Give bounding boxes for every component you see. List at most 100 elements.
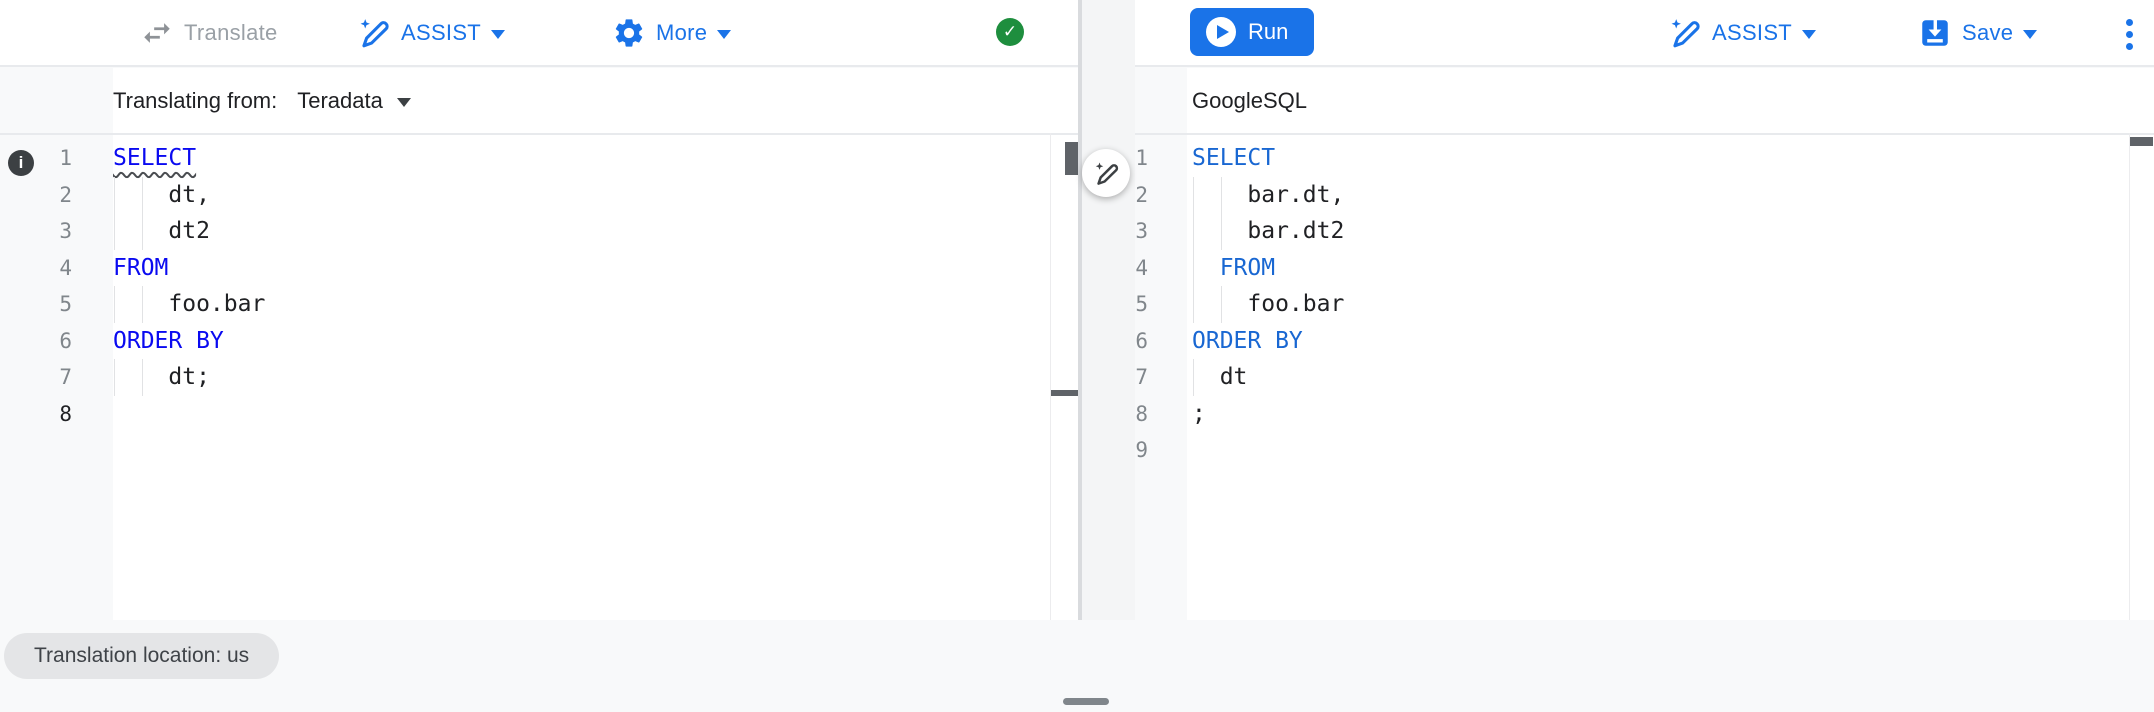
overflow-menu-button[interactable] [2118, 12, 2140, 56]
line-number: 8 [1135, 401, 1148, 426]
scrollbar-track-border [1050, 133, 1051, 620]
indent-guide [141, 286, 143, 323]
indent-guide [1193, 359, 1194, 396]
line-number: 2 [59, 182, 72, 207]
code-line: 3 dt2 [0, 213, 1078, 250]
assist-dropdown-left[interactable]: ASSIST [357, 0, 506, 65]
info-icon[interactable]: i [8, 150, 34, 176]
sql-text: foo.bar [113, 291, 266, 318]
code-line: 2 bar.dt, [1135, 176, 2154, 213]
code-line: 5 foo.bar [1135, 286, 2154, 323]
sql-keyword: SELECT [1192, 145, 1276, 172]
run-button[interactable]: Run [1190, 8, 1315, 56]
save-dropdown-label: Save [1962, 19, 2014, 45]
more-dropdown-label: More [656, 19, 708, 45]
header-divider [1135, 133, 2154, 135]
source-cursor-marker [1051, 390, 1078, 396]
indent-guide [141, 359, 143, 396]
line-number: 6 [1135, 328, 1148, 353]
line-number: 2 [1135, 182, 1148, 207]
translating-from-label: Translating from: [113, 87, 278, 113]
indent-guide [1220, 176, 1222, 213]
assist-dropdown-right[interactable]: ASSIST [1668, 0, 1817, 65]
indent-guide [114, 176, 115, 213]
sql-keyword: SELECT [113, 145, 197, 172]
line-number: 4 [59, 255, 72, 280]
kebab-dot [2125, 30, 2133, 38]
code-text [1192, 432, 2124, 469]
play-icon [1206, 17, 1236, 47]
more-dropdown[interactable]: More [612, 0, 732, 65]
line-number: 1 [59, 146, 72, 170]
indent-guide [114, 213, 115, 250]
header-divider [0, 133, 1078, 135]
line-number: 1 [1135, 146, 1148, 170]
sql-text: ; [1192, 400, 1206, 427]
result-gutter [1135, 68, 1187, 620]
check-glyph: ✓ [1002, 22, 1018, 42]
translate-button[interactable]: Translate [140, 0, 278, 65]
assist-dropdown-label: ASSIST [401, 19, 482, 45]
save-icon [1922, 17, 1948, 46]
code-text: ORDER BY [113, 323, 1048, 360]
code-text: bar.dt, [1192, 176, 2124, 213]
code-line: 4 FROM [0, 250, 1078, 287]
translation-location-text: Translation location: us [34, 644, 250, 667]
source-panel: Translate ASSIST More Translating [0, 0, 1078, 620]
assist-dropdown-label: ASSIST [1712, 19, 1793, 45]
code-text: foo.bar [1192, 286, 2124, 323]
chevron-down-icon [1802, 29, 1817, 39]
indent-guide [1193, 286, 1194, 323]
line-number: 7 [1135, 365, 1148, 389]
save-dropdown[interactable]: Save [1918, 0, 2038, 65]
source-scrollbar-thumb[interactable] [1065, 142, 1078, 175]
sql-keyword: ORDER BY [113, 327, 224, 354]
line-number: 5 [1135, 292, 1148, 316]
translation-location-badge: Translation location: us [4, 633, 280, 679]
sql-keyword: ORDER BY [1192, 327, 1303, 354]
code-text: ORDER BY [1192, 323, 2124, 360]
sql-text: bar.dt2 [1192, 218, 1345, 245]
code-text: dt2 [113, 213, 1048, 250]
indent-guide [1220, 213, 1222, 250]
pen-sparkle-icon [360, 18, 389, 47]
code-line: 7 dt [1135, 359, 2154, 396]
code-line: 7 dt; [0, 359, 1078, 396]
code-text: foo.bar [113, 286, 1048, 323]
code-text: SELECT [113, 140, 1048, 177]
indent-guide [1220, 286, 1222, 323]
sql-text [1192, 255, 1220, 281]
kebab-dot [2125, 18, 2133, 26]
play-triangle [1216, 25, 1229, 39]
code-line: 2 dt, [0, 176, 1078, 213]
indent-guide [141, 213, 143, 250]
code-text: FROM [1192, 249, 2124, 286]
code-text: SELECT [1192, 140, 2124, 177]
line-number: 5 [59, 292, 72, 316]
panel-divider[interactable] [1078, 0, 1135, 620]
code-text: dt; [113, 359, 1048, 396]
code-line: 1 SELECT [1135, 140, 2154, 177]
result-panel: Run ASSIST Save [1135, 0, 2154, 712]
gear-icon [615, 18, 643, 47]
sql-text: dt2 [113, 218, 210, 245]
result-editor-surface [1187, 135, 2154, 620]
source-dialect-dropdown[interactable]: Teradata [297, 88, 411, 114]
result-dialect-bar: GoogleSQL [1187, 68, 2154, 133]
indent-guide [1193, 213, 1194, 250]
pane-resize-handle[interactable] [1063, 698, 1109, 705]
code-line: 6 ORDER BY [1135, 323, 2154, 360]
code-line: 3 bar.dt2 [1135, 213, 2154, 250]
code-text: FROM [113, 250, 1048, 287]
code-text: dt [1192, 359, 2124, 396]
assist-fab-button[interactable] [1082, 149, 1130, 197]
sql-text: dt [1192, 364, 1248, 391]
code-line: 1 SELECT [0, 140, 1078, 177]
code-text: ; [1192, 396, 2124, 433]
indent-guide [1193, 176, 1194, 213]
chevron-down-icon [2023, 29, 2038, 39]
result-dialect-label: GoogleSQL [1192, 87, 1307, 113]
